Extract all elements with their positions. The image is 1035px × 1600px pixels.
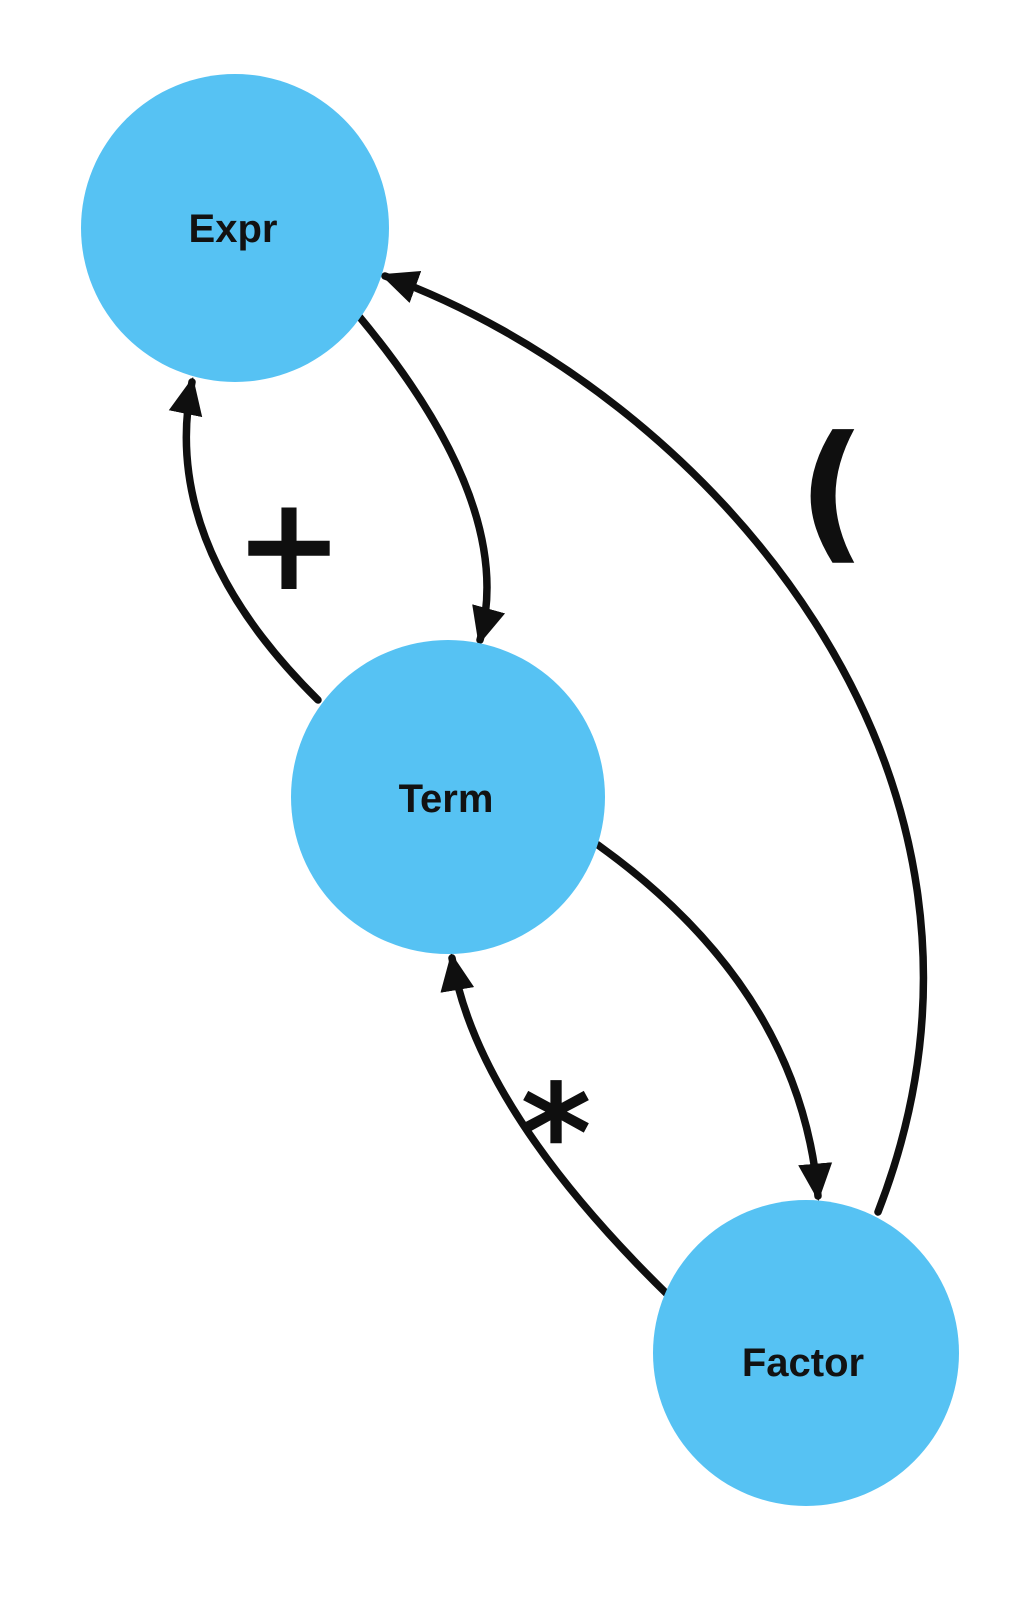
node-term: Term [291, 640, 605, 954]
node-term-circle [291, 640, 605, 954]
edge-factor-to-term [440, 952, 674, 1301]
edge-labels-group: + * ( [235, 405, 867, 1214]
edge-label-open-paren: ( [798, 405, 867, 579]
node-factor: Factor [653, 1200, 959, 1506]
edge-factor-to-expr [380, 271, 928, 1216]
node-factor-label: Factor [742, 1341, 864, 1385]
edge-expr-to-term [354, 311, 506, 645]
edge-term-to-expr [168, 376, 322, 704]
node-expr: Expr [81, 74, 389, 382]
edge-label-asterisk: * [520, 1056, 591, 1214]
node-expr-circle [81, 74, 389, 382]
node-term-label: Term [399, 777, 494, 821]
edge-term-to-factor [594, 841, 833, 1202]
edges-group [168, 271, 928, 1301]
node-factor-circle [653, 1200, 959, 1506]
node-expr-label: Expr [189, 207, 278, 251]
edge-label-plus: + [235, 468, 344, 620]
